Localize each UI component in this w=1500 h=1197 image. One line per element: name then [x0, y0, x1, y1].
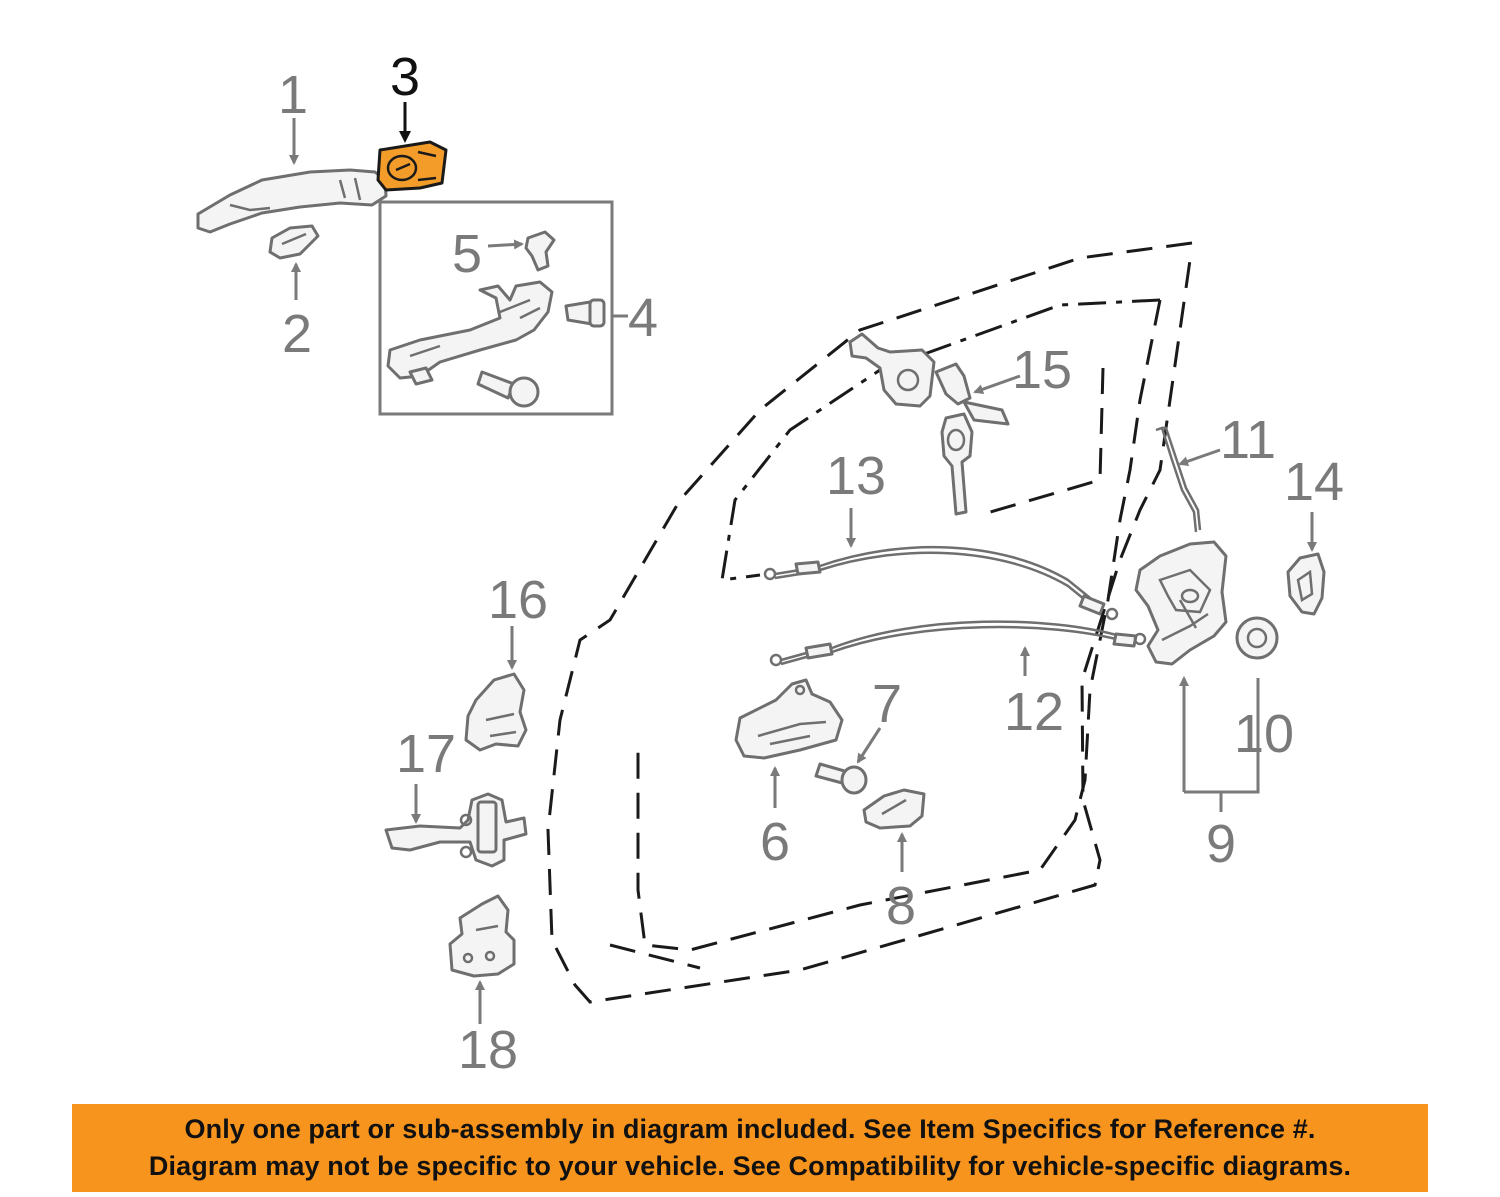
door-latch-assembly — [1134, 540, 1228, 666]
callout-16: 16 — [488, 570, 548, 630]
door-outline — [546, 241, 1193, 1004]
latch-grommet — [1235, 616, 1279, 660]
callout-18: 18 — [458, 1020, 518, 1080]
disclaimer-banner: Only one part or sub-assembly in diagram… — [72, 1104, 1428, 1192]
leader-15 — [973, 374, 1021, 395]
handle-pad — [268, 224, 320, 260]
callout-12: 12 — [1004, 682, 1064, 742]
callout-3: 3 — [390, 47, 420, 107]
callout-17: 17 — [396, 724, 456, 784]
frame-bolt-upper — [564, 298, 606, 328]
handle-frame — [386, 280, 554, 386]
key-cylinder-cover — [376, 140, 448, 192]
upper-hinge — [464, 672, 528, 752]
callout-13: 13 — [826, 446, 886, 506]
handle-screw — [814, 762, 868, 795]
lock-cable — [763, 545, 1119, 621]
callout-10: 10 — [1234, 704, 1294, 764]
handle-clip — [524, 230, 556, 272]
frame-bolt-lower — [476, 370, 540, 408]
leader-5 — [487, 239, 524, 250]
callout-8: 8 — [886, 876, 916, 936]
callout-15: 15 — [1012, 340, 1072, 400]
callout-9: 9 — [1206, 814, 1236, 874]
leader-9b — [1184, 678, 1260, 794]
disclaimer-line-2: Diagram may not be specific to your vehi… — [148, 1151, 1352, 1181]
callout-5: 5 — [452, 224, 482, 284]
lock-rod — [1155, 426, 1202, 533]
release-cable — [769, 620, 1147, 667]
disclaimer-line-1: Only one part or sub-assembly in diagram… — [184, 1114, 1316, 1144]
door-check — [384, 792, 528, 868]
callout-14: 14 — [1284, 452, 1344, 512]
callout-1: 1 — [278, 65, 308, 125]
inside-door-handle — [734, 678, 844, 760]
lock-cylinder-with-keys — [848, 332, 1010, 516]
callout-6: 6 — [760, 812, 790, 872]
latch-cover — [1286, 552, 1326, 616]
callout-11: 11 — [1220, 410, 1276, 470]
handle-bezel — [862, 788, 926, 830]
lower-hinge — [448, 894, 516, 978]
callout-7: 7 — [872, 674, 902, 734]
handle-frame-assembly-box — [378, 200, 614, 416]
leader-11 — [1178, 448, 1221, 467]
callout-2: 2 — [282, 304, 312, 364]
leader-7 — [856, 727, 882, 764]
callout-4: 4 — [628, 288, 658, 348]
outside-door-handle — [196, 168, 388, 234]
